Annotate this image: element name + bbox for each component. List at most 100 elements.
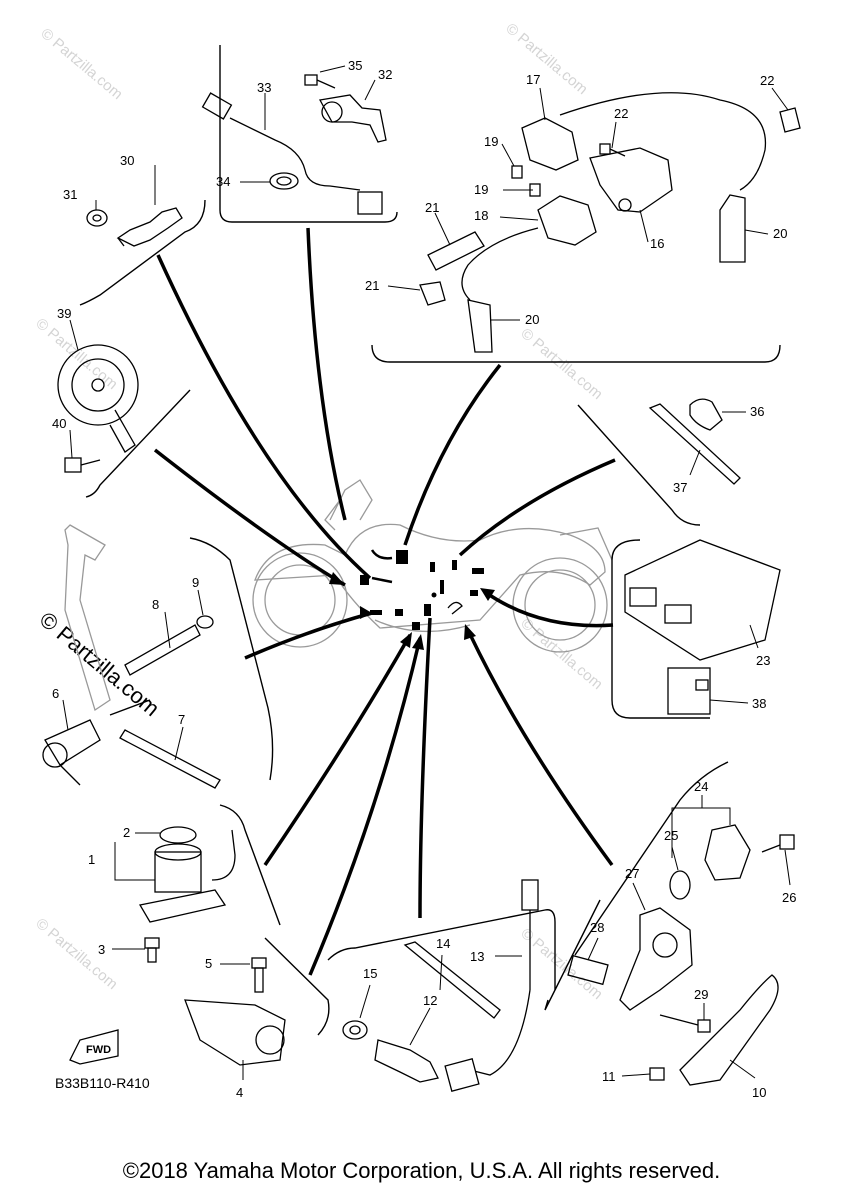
section-brackets	[79, 45, 781, 1036]
part-18-ignition-coil[interactable]	[461, 195, 597, 301]
callout-27[interactable]: 25	[664, 828, 678, 843]
callout-10[interactable]: 10	[752, 1085, 766, 1100]
part-3-bolt[interactable]	[144, 937, 160, 963]
part-1-sensor[interactable]	[138, 829, 236, 923]
part-38-clamp[interactable]	[689, 398, 723, 431]
callout-30[interactable]: 28	[590, 920, 604, 935]
part-29-bracket[interactable]	[619, 907, 693, 1011]
part-11-bolt[interactable]	[649, 1067, 665, 1081]
watermark: © Partzilla.com	[517, 325, 605, 403]
part-34-sensor[interactable]	[318, 94, 387, 143]
part-35-sub-harness[interactable]	[201, 92, 383, 215]
part-37-bolt[interactable]	[304, 74, 336, 89]
watermark: © Partzilla.com	[32, 915, 120, 993]
callout-4[interactable]: 4	[236, 1085, 243, 1100]
part-13-harness[interactable]	[444, 879, 539, 1092]
part-24-clamp[interactable]	[779, 107, 801, 133]
callout-8[interactable]: 8	[152, 597, 159, 612]
callout-33[interactable]: 31	[63, 187, 77, 202]
watermark: © Partzilla.com	[502, 20, 590, 98]
callout-36[interactable]: 34	[216, 174, 230, 189]
callout-18[interactable]: 18	[474, 208, 488, 223]
callout-6[interactable]: 6	[52, 686, 59, 701]
callout-12[interactable]: 12	[423, 993, 437, 1008]
callout-15[interactable]: 15	[363, 966, 377, 981]
part-15-washer[interactable]	[342, 1020, 368, 1040]
part-19-bolt[interactable]	[511, 165, 541, 197]
callout-numbers: 30 31 33 35 32 34 17 22 22 19 19 18 21 1…	[52, 58, 796, 1100]
parts-diagram: © Partzilla.com © Partzilla.com © Partzi…	[32, 20, 801, 1100]
callout-39[interactable]: 37	[673, 480, 687, 495]
callout-17[interactable]: 17	[526, 72, 540, 87]
part-30-collar[interactable]	[567, 954, 609, 986]
part-39-cable-tie[interactable]	[648, 403, 741, 485]
part-17-ignition-coil[interactable]	[521, 92, 767, 191]
part-33-washer[interactable]	[86, 209, 108, 227]
callout-40[interactable]: 38	[752, 696, 766, 711]
part-6-switch[interactable]	[42, 719, 101, 786]
part-7-cable-tie[interactable]	[109, 699, 221, 789]
part-8-shaft[interactable]	[124, 624, 201, 676]
part-42-bolt[interactable]	[64, 457, 101, 473]
callout-20-upper[interactable]: 20	[773, 226, 787, 241]
callout-22[interactable]: 22	[614, 106, 628, 121]
callout-29[interactable]: 27	[625, 866, 639, 881]
watermark: © Partzilla.com	[32, 315, 120, 393]
callout-11[interactable]: 11	[602, 1069, 616, 1084]
part-25-ecu[interactable]	[624, 539, 781, 661]
part-4-sensor[interactable]	[184, 999, 286, 1066]
part-20-plug-cap[interactable]	[467, 194, 746, 353]
part-2-o-ring[interactable]	[159, 826, 197, 844]
part-12-sensor[interactable]	[374, 1039, 439, 1083]
callout-16[interactable]: 16	[650, 236, 664, 251]
part-9-nut[interactable]	[196, 615, 214, 629]
watermarks: © Partzilla.com © Partzilla.com © Partzi…	[32, 20, 605, 1003]
callout-19a[interactable]: 19	[484, 134, 498, 149]
part-41-horn[interactable]	[57, 344, 139, 453]
callout-24[interactable]: 22	[760, 73, 774, 88]
watermark: © Partzilla.com	[37, 25, 125, 103]
callout-37[interactable]: 35	[348, 58, 362, 73]
callout-7[interactable]: 7	[178, 712, 185, 727]
fwd-label: FWD	[86, 1044, 111, 1056]
part-23-clamp[interactable]	[419, 281, 446, 306]
part-32-sensor[interactable]	[116, 207, 183, 247]
part-28-bolt[interactable]	[761, 834, 795, 853]
part-36-grommet[interactable]	[269, 172, 299, 190]
callout-9[interactable]: 9	[192, 575, 199, 590]
callout-42[interactable]: 40	[52, 416, 66, 431]
callout-28[interactable]: 26	[782, 890, 796, 905]
copyright-notice: ©2018 Yamaha Motor Corporation, U.S.A. A…	[122, 1158, 721, 1183]
callout-32[interactable]: 30	[120, 153, 134, 168]
callout-20-lower[interactable]: 20	[525, 312, 539, 327]
callout-34[interactable]: 32	[378, 67, 392, 82]
callout-2[interactable]: 2	[123, 825, 130, 840]
callout-13[interactable]: 13	[470, 949, 484, 964]
part-27-o-ring[interactable]	[669, 870, 691, 900]
part-5-bolt[interactable]	[251, 957, 267, 993]
callout-38[interactable]: 36	[750, 404, 764, 419]
callout-31[interactable]: 29	[694, 987, 708, 1002]
callout-19b[interactable]: 19	[474, 182, 488, 197]
part-14-cable-tie[interactable]	[403, 941, 501, 1019]
diagram-code: B33B110-R410	[55, 1075, 150, 1091]
part-16-coil-bracket[interactable]	[589, 147, 673, 213]
callout-5[interactable]: 5	[205, 956, 212, 971]
callout-41[interactable]: 39	[57, 306, 71, 321]
part-40-relay[interactable]	[667, 667, 711, 715]
part-31-bolt[interactable]	[659, 1014, 711, 1033]
callout-35[interactable]: 33	[257, 80, 271, 95]
callout-1[interactable]: 1	[88, 852, 95, 867]
callout-25[interactable]: 23	[756, 653, 770, 668]
callout-21[interactable]: 21	[425, 200, 439, 215]
part-22-bolt[interactable]	[599, 143, 626, 157]
parts: FWD	[42, 74, 801, 1092]
callout-26[interactable]: 24	[694, 779, 708, 794]
callout-3[interactable]: 3	[98, 942, 105, 957]
callout-23[interactable]: 21	[365, 278, 379, 293]
part-26-sensor[interactable]	[704, 824, 751, 881]
part-21-tube[interactable]	[427, 231, 485, 271]
callout-14[interactable]: 14	[436, 936, 450, 951]
watermark: © Partzilla.com	[517, 925, 605, 1003]
part-10-bracket[interactable]	[679, 974, 779, 1086]
